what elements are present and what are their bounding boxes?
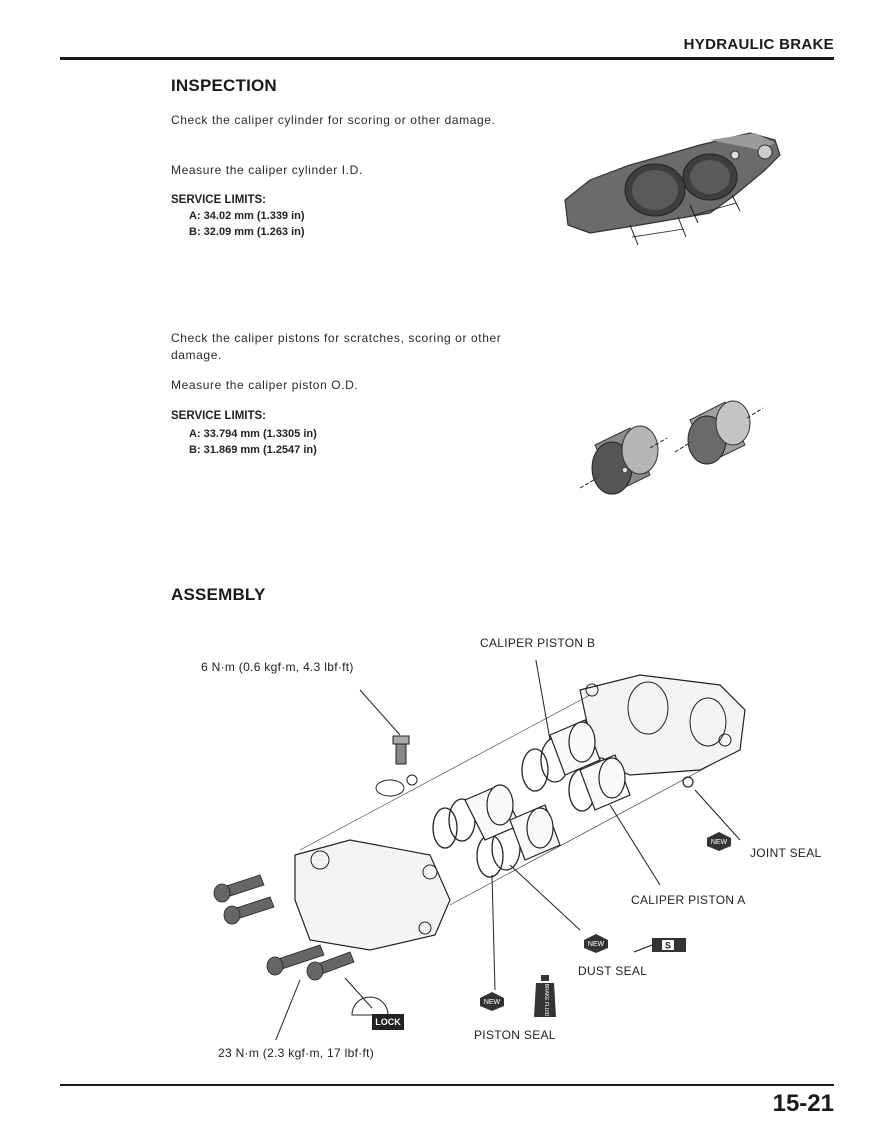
piston-limits-heading: SERVICE LIMITS: <box>171 410 266 422</box>
cylinder-measure-text: Measure the caliper cylinder I.D. <box>171 163 363 177</box>
page-header-title: HYDRAULIC BRAKE <box>683 36 834 53</box>
cylinder-limit-b: B: 32.09 mm (1.263 in) <box>189 226 305 238</box>
assembly-exploded-view <box>213 660 746 1040</box>
brake-fluid-icon: BRAKE FLUID <box>532 975 558 1019</box>
dust-seal-label: DUST SEAL <box>578 964 648 978</box>
lock-icon: LOCK <box>372 1014 404 1030</box>
assembly-title: ASSEMBLY <box>171 585 266 604</box>
caliper-pistons-illustration <box>579 400 764 495</box>
cylinder-limits-heading: SERVICE LIMITS: <box>171 194 266 206</box>
svg-text:NEW: NEW <box>484 999 501 1006</box>
new-part-icon-joint-seal: NEW <box>705 830 733 852</box>
header-rule <box>60 57 834 60</box>
bolt-torque-label: 23 N·m (2.3 kgf·m, 17 lbf·ft) <box>218 1046 375 1060</box>
new-part-icon-piston-seal: NEW <box>478 990 506 1012</box>
svg-text:NEW: NEW <box>588 941 605 948</box>
cylinder-check-text: Check the caliper cylinder for scoring o… <box>171 113 496 127</box>
footer-rule <box>60 1084 834 1086</box>
joint-seal-label: JOINT SEAL <box>750 846 822 860</box>
bleeder-torque-label: 6 N·m (0.6 kgf·m, 4.3 lbf·ft) <box>201 660 354 674</box>
piston-measure-text: Measure the caliper piston O.D. <box>171 378 359 392</box>
new-part-icon-dust-seal: NEW <box>582 932 610 954</box>
page-number: 15-21 <box>772 1090 834 1117</box>
inspection-title: INSPECTION <box>171 76 277 95</box>
piston-check-text: Check the caliper pistons for scratches,… <box>171 331 502 362</box>
piston-limit-b: B: 31.869 mm (1.2547 in) <box>189 444 317 456</box>
svg-text:NEW: NEW <box>711 839 728 846</box>
svg-text:S: S <box>665 941 671 951</box>
caliper-piston-b-label: CALIPER PISTON B <box>480 636 596 650</box>
svg-text:BRAKE FLUID: BRAKE FLUID <box>543 984 549 1017</box>
cylinder-limit-a: A: 34.02 mm (1.339 in) <box>189 210 305 222</box>
piston-seal-label: PISTON SEAL <box>474 1028 556 1042</box>
piston-limit-a: A: 33.794 mm (1.3305 in) <box>189 428 317 440</box>
caliper-piston-a-label: CALIPER PISTON A <box>631 893 746 907</box>
caliper-cylinder-illustration <box>564 132 781 246</box>
grease-icon: S <box>632 934 690 956</box>
